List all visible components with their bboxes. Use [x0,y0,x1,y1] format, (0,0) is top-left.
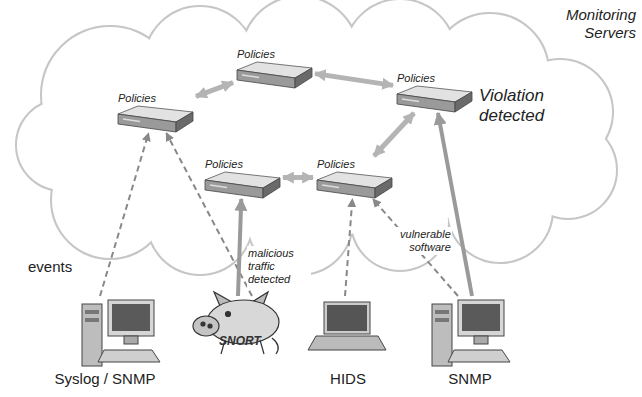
device-label: HIDS [300,370,396,388]
device-label: SNMP [418,370,522,388]
sync-arrow [374,113,414,156]
server-node: Policies [233,46,315,89]
alert-arrow [238,199,241,296]
event-arrow [345,199,352,296]
flow-label: events [28,258,88,276]
sync-arrow [196,83,233,97]
device-label: Syslog / SNMP [40,370,170,388]
policy-label: Policies [397,72,471,85]
sync-arrow [315,74,393,86]
status-label: Violation detected [479,86,571,126]
event-arrow [373,199,458,296]
policy-label: Policies [317,158,391,171]
server-node: Policies [201,156,283,199]
device-label: SNORT [192,334,288,348]
server-node: Policies [114,90,196,133]
alert-arrow [438,113,472,296]
edge-label: vulnerable software [388,227,452,255]
policy-label: Policies [237,48,311,61]
event-arrow [100,133,149,296]
sync-arrow [283,175,313,180]
device-node: SNMP [418,296,522,388]
snort-node: SNORT [192,296,288,348]
edge-label: malicious traffic detected [247,246,311,287]
device-node: HIDS [300,296,396,388]
policy-label: Policies [118,92,192,105]
device-node: Syslog / SNMP [40,296,170,388]
policy-label: Policies [205,158,279,171]
region-label: Monitoring Servers [536,6,636,42]
server-node: PoliciesViolation detected [393,70,475,113]
laptop-icon [308,302,386,350]
server-node: Policies [313,156,395,199]
event-arrow [166,133,252,296]
